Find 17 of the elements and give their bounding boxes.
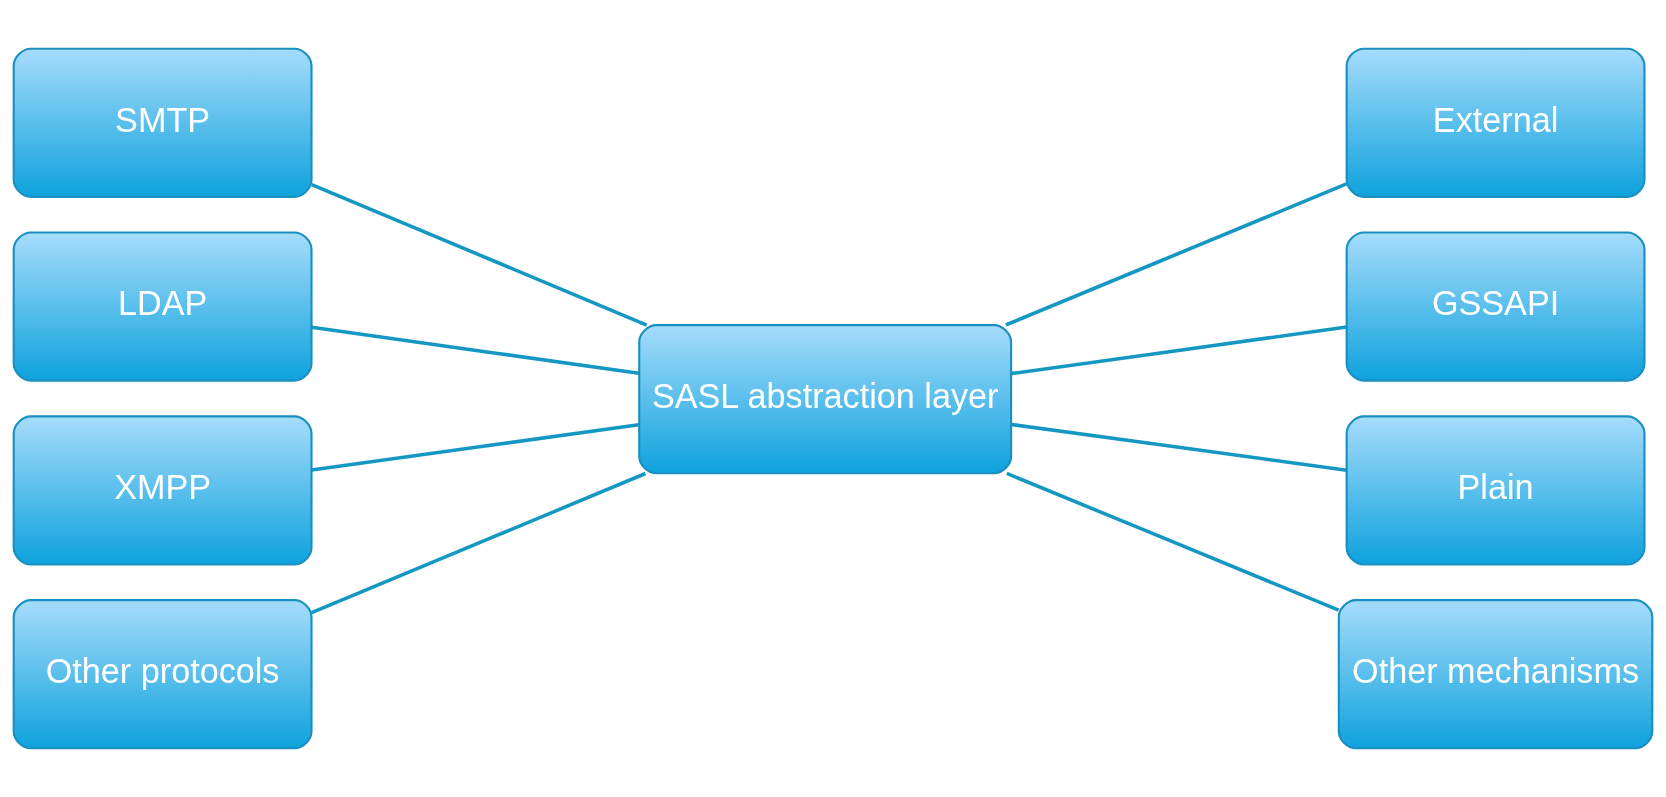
node-box: SASL abstraction layer [638, 324, 1013, 475]
node-box: LDAP [12, 231, 313, 382]
node-box: Other protocols [12, 599, 313, 750]
node-box: Plain [1345, 415, 1646, 566]
node-box: XMPP [12, 415, 313, 566]
node-box: GSSAPI [1345, 231, 1646, 382]
connector [1010, 325, 1347, 376]
connector [311, 471, 647, 615]
connector [1010, 422, 1347, 473]
connector [311, 423, 640, 472]
node-box: External [1345, 47, 1646, 198]
connector [1006, 471, 1340, 612]
connector [1005, 182, 1348, 327]
node-box: Other mechanisms [1337, 599, 1654, 750]
connector [311, 325, 640, 375]
node-box: SMTP [12, 47, 313, 198]
connector [311, 183, 648, 327]
